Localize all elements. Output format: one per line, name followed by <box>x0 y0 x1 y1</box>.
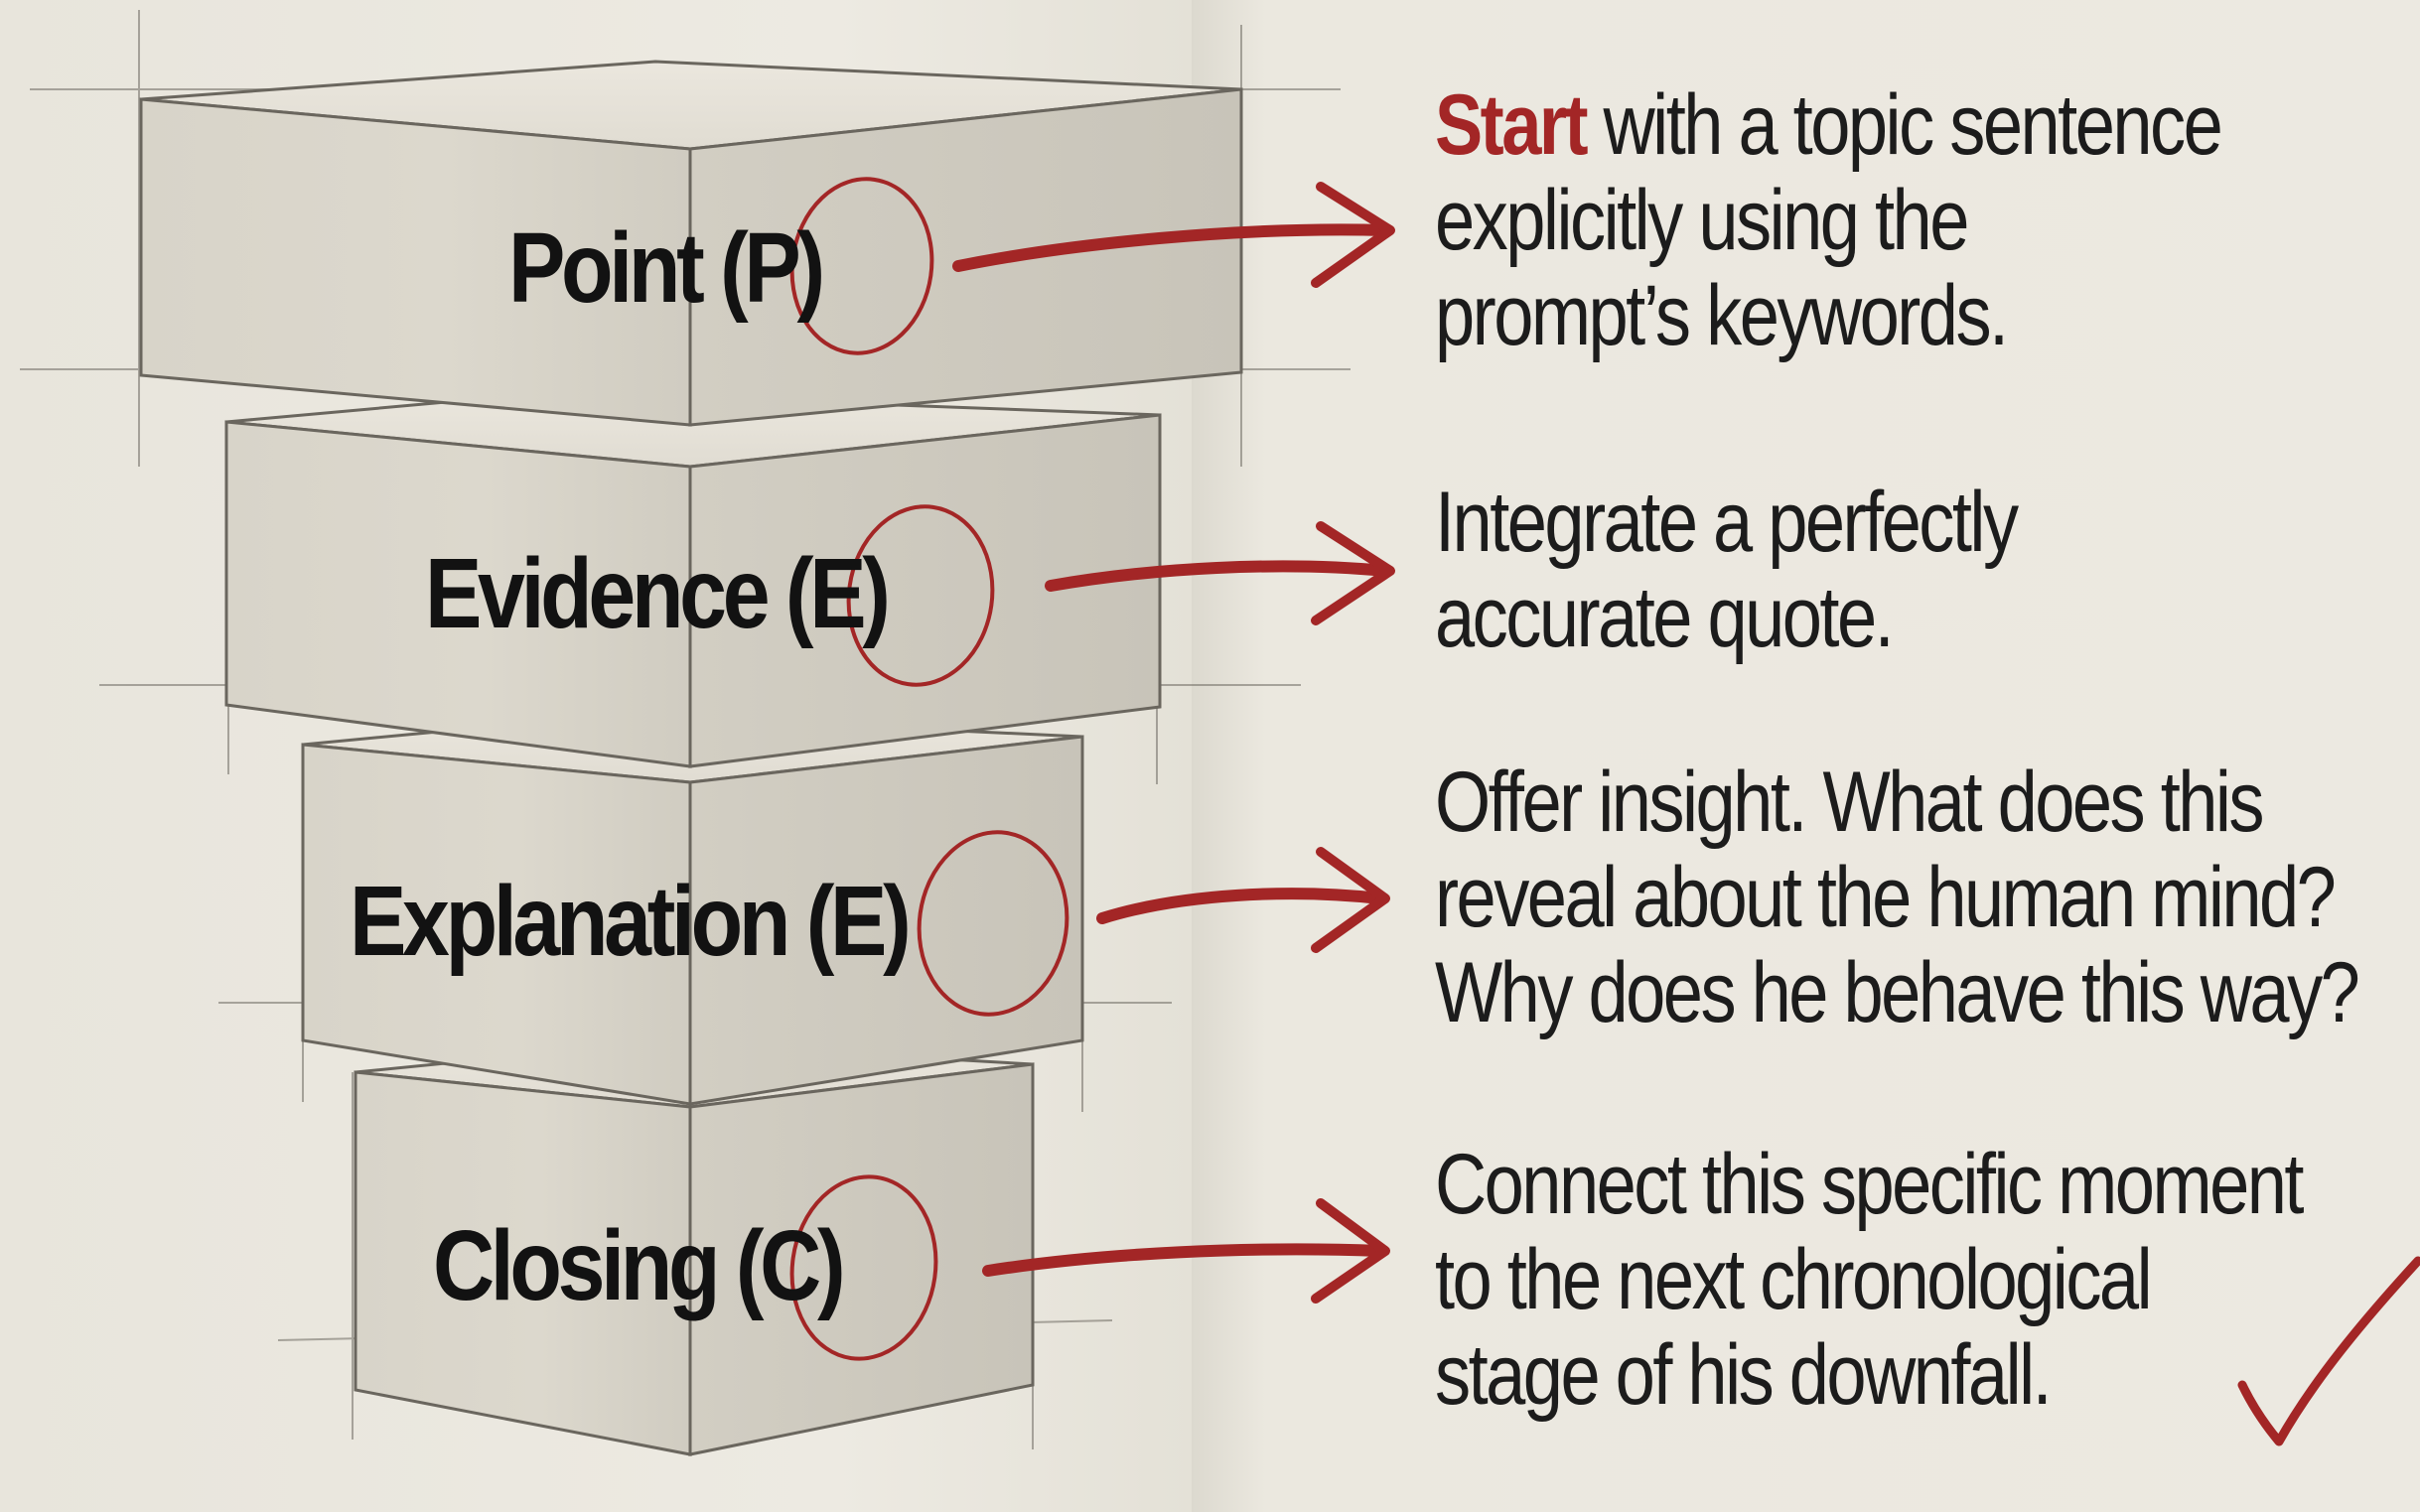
block-name-point: Point <box>508 212 705 324</box>
arrow-right-icon <box>952 182 1395 288</box>
block-label-explanation: Explanation (E) <box>350 872 912 971</box>
description-point-line-2: explicitly using the <box>1435 173 1969 268</box>
description-point-line-1: Start with a topic sentence <box>1435 77 2223 173</box>
arrow-right-icon <box>1096 847 1390 953</box>
description-explanation-line-2: reveal about the human mind? <box>1435 850 2337 945</box>
block-code-explanation: (E) <box>805 866 912 977</box>
description-closing-line-2: to the next chronological <box>1435 1232 2153 1327</box>
block-label-point: Point (P) <box>508 218 825 318</box>
description-closing: Connect this specific moment to the next… <box>1435 1137 2304 1423</box>
block-name-closing: Closing <box>433 1210 721 1321</box>
description-evidence: Integrate a perfectly accurate quote. <box>1435 475 2019 665</box>
description-evidence-line-2: accurate quote. <box>1435 570 1895 665</box>
block-label-closing: Closing (C) <box>433 1216 846 1315</box>
checkmark-icon <box>2237 1256 2420 1446</box>
block-code-evidence: (E) <box>784 538 891 649</box>
description-evidence-line-1: Integrate a perfectly <box>1435 475 2019 570</box>
block-name-evidence: Evidence <box>425 538 771 649</box>
block-code-closing: (C) <box>735 1210 846 1321</box>
description-explanation: Offer insight. What does this reveal abo… <box>1435 755 2360 1040</box>
description-explanation-line-1: Offer insight. What does this <box>1435 755 2265 850</box>
right-page <box>1192 0 2420 1512</box>
arrows <box>952 182 1395 1304</box>
description-point-line-1-text: with a topic sentence <box>1585 77 2223 173</box>
arrow-right-icon <box>1045 521 1395 625</box>
block-code-point: (P) <box>720 212 825 324</box>
block-name-explanation: Explanation <box>350 866 790 977</box>
description-closing-line-1: Connect this specific moment <box>1435 1137 2304 1232</box>
description-explanation-line-3: Why does he behave this way? <box>1435 945 2360 1040</box>
block-closing <box>354 1040 1035 1456</box>
description-point-line-3: prompt’s keywords. <box>1435 268 2009 363</box>
circle-highlight-icon <box>789 177 1069 1361</box>
description-closing-line-3: stage of his downfall. <box>1435 1327 2053 1423</box>
block-evidence <box>224 390 1162 768</box>
arrow-right-icon <box>982 1198 1390 1304</box>
block-point <box>139 60 1243 427</box>
block-label-evidence: Evidence (E) <box>425 544 891 643</box>
description-point: Start with a topic sentence explicitly u… <box>1435 77 2223 363</box>
accent-word-start: Start <box>1435 77 1589 173</box>
